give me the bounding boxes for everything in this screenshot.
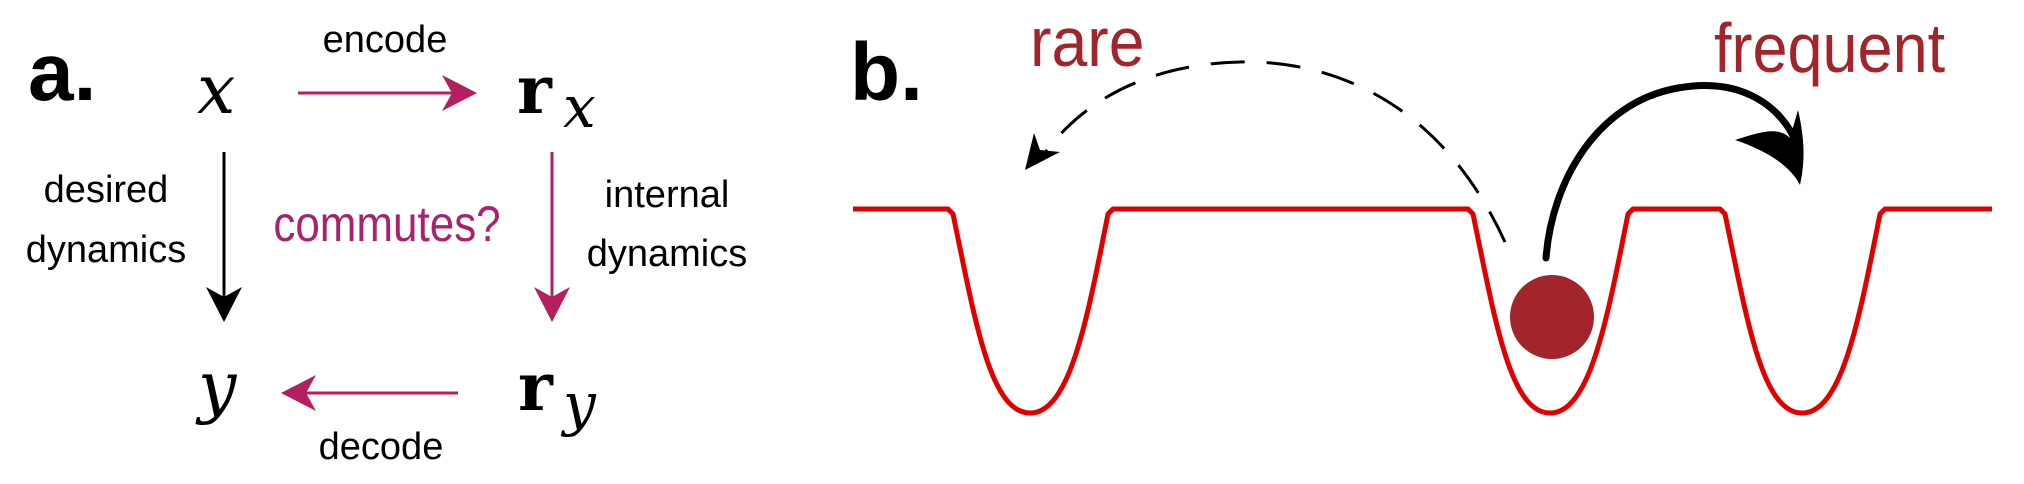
encode-arrowhead — [442, 75, 477, 111]
decode-label: decode — [319, 426, 444, 468]
rare-transition-arrowhead — [1025, 133, 1060, 170]
frequent-transition-arrow — [1542, 82, 1799, 262]
desired-label-line1: desired — [44, 169, 169, 211]
panel-a-label: a. — [28, 27, 96, 118]
decode-arrowhead — [281, 375, 316, 411]
r-x-main: r — [517, 51, 553, 129]
frequent-label: frequent — [1714, 10, 1946, 88]
panel-a: a. x y r x r y encode decode desired dyn… — [26, 19, 748, 468]
r-x-subscript: x — [563, 73, 596, 141]
panel-b: b. rare frequent — [850, 4, 1992, 416]
rare-transition-arrow — [1038, 60, 1507, 243]
var-x: x — [197, 51, 235, 130]
particle-ball — [1510, 275, 1594, 359]
commutes-question: commutes? — [273, 195, 500, 251]
internal-dynamics-arrowhead — [534, 287, 570, 322]
r-y-main: r — [518, 348, 554, 426]
frequent-transition-arrowhead — [1735, 110, 1804, 185]
var-r-x: r x — [517, 51, 596, 141]
panel-b-label: b. — [850, 27, 923, 118]
encode-label: encode — [323, 19, 448, 61]
potential-landscape-curve — [853, 206, 1992, 416]
desired-dynamics-arrowhead — [206, 287, 242, 322]
r-y-subscript: y — [560, 370, 597, 438]
desired-label-line2: dynamics — [26, 229, 187, 271]
rare-label: rare — [1030, 4, 1145, 82]
var-r-y: r y — [518, 348, 597, 438]
var-y: y — [195, 348, 238, 427]
internal-label-line1: internal — [605, 174, 730, 216]
internal-label-line2: dynamics — [587, 233, 748, 275]
